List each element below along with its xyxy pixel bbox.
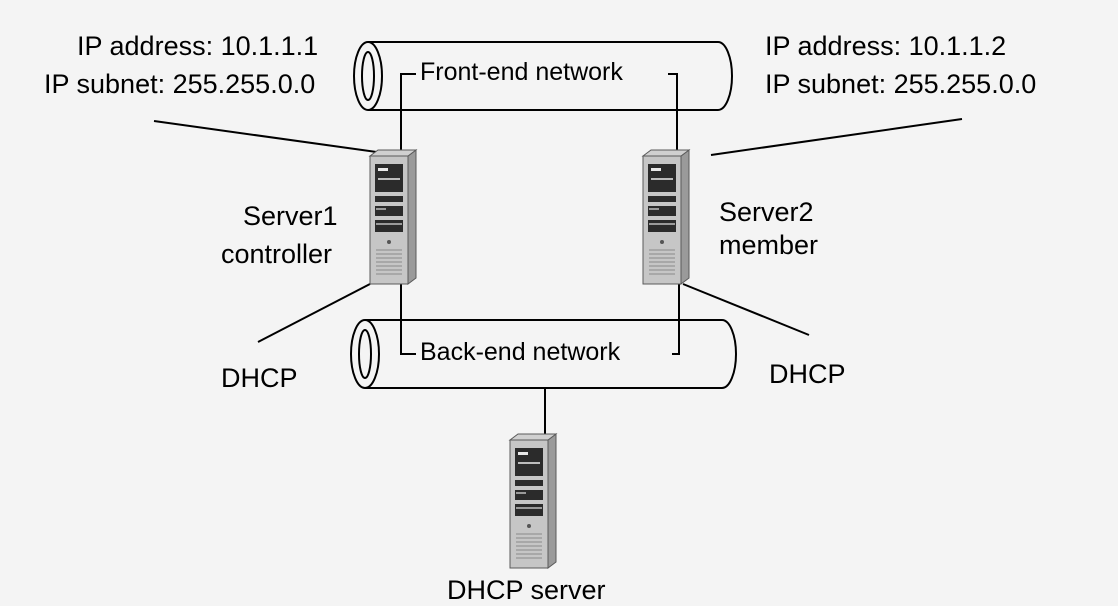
server2-ip-subnet: IP subnet: 255.255.0.0	[765, 69, 1037, 99]
front-end-network-pipe	[353, 41, 733, 111]
server1-ip-subnet: IP subnet: 255.255.0.0	[44, 69, 316, 99]
dhcp-server-label: DHCP server	[447, 575, 606, 605]
server1-ip-address: IP address: 10.1.1.1	[77, 31, 319, 61]
server2-role: member	[719, 230, 819, 260]
front-end-network-label: Front-end network	[416, 58, 627, 87]
dhcp-server-icon	[509, 433, 557, 569]
server2-icon	[642, 149, 690, 285]
connection-lines	[153, 73, 963, 434]
server1-icon	[369, 149, 417, 285]
back-end-network-label: Back-end network	[416, 338, 625, 367]
back-end-network-pipe	[350, 319, 737, 389]
server2-ip-address: IP address: 10.1.1.2	[765, 31, 1007, 61]
server1-dhcp: DHCP	[221, 363, 298, 393]
server2-name: Server2	[719, 197, 814, 227]
server2-dhcp: DHCP	[769, 359, 846, 389]
server1-name: Server1	[243, 201, 338, 231]
server1-role: controller	[221, 239, 333, 269]
